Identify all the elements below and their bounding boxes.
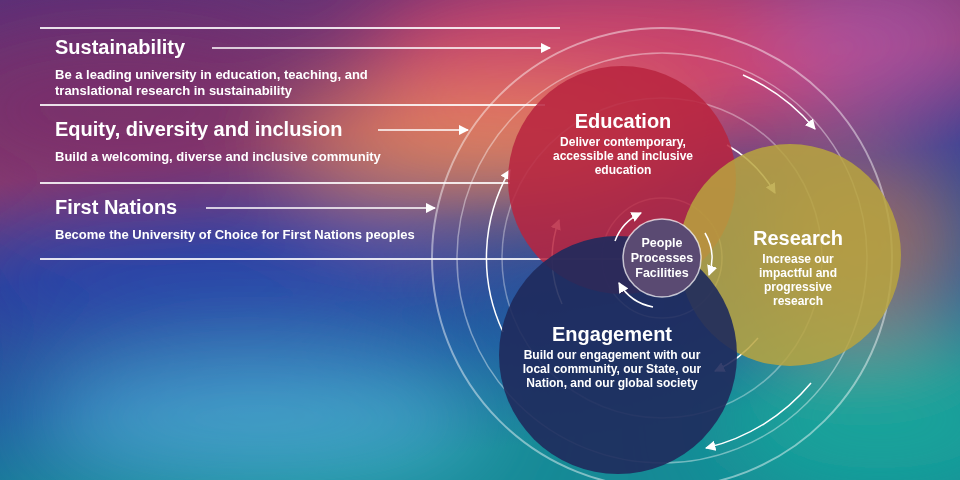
circle-text: EducationDeliver contemporary, accessibl… [538, 109, 708, 177]
circle-text: People Processes Facilities [624, 236, 700, 281]
cycle-arrow [486, 170, 510, 332]
band-rule [40, 258, 622, 260]
pillar-heading: Education [538, 109, 708, 133]
cycle-arrow [743, 75, 815, 129]
glow-blob [760, 0, 960, 110]
circle-text: EngagementBuild our engagement with our … [520, 322, 704, 390]
circle-text: ResearchIncrease our impactful and progr… [742, 226, 854, 308]
goal-band: Equity, diversity and inclusionBuild a w… [55, 117, 475, 165]
pointer-arrow [212, 47, 550, 49]
rings [432, 28, 892, 480]
pillar-heading: Engagement [520, 322, 704, 346]
pillar-circle: EngagementBuild our engagement with our … [498, 235, 738, 475]
band-rule [40, 182, 510, 184]
goal-heading: Sustainability [55, 35, 400, 59]
pillar-description: Deliver contemporary, accessible and inc… [538, 135, 708, 177]
goal-description: Become the University of Choice for Firs… [55, 227, 495, 243]
circle-fill [499, 236, 737, 474]
core-label: People Processes Facilities [624, 236, 700, 281]
pointer-arrow [378, 129, 468, 131]
pillar-description: Build our engagement with our local comm… [520, 348, 704, 390]
band-rule [40, 27, 560, 29]
pointer-arrow [206, 207, 435, 209]
glow-blob [0, 235, 460, 325]
pillar-heading: Research [742, 226, 854, 250]
goal-heading: First Nations [55, 195, 495, 219]
goal-band: Sustainability Be a leading university in… [55, 35, 400, 99]
pillar-description: Increase our impactful and progressive r… [742, 252, 854, 308]
goal-description: Build a welcoming, diverse and inclusive… [55, 149, 475, 165]
goal-description: Be a leading university in education, te… [55, 67, 400, 99]
circle-fill [623, 219, 701, 297]
ring [432, 28, 892, 480]
core-circle: People Processes Facilities [622, 218, 702, 298]
goal-heading: Equity, diversity and inclusion [55, 117, 475, 141]
glow-blob [30, 360, 490, 480]
band-rule [40, 104, 545, 106]
goal-band: First NationsBecome the University of Ch… [55, 195, 495, 243]
